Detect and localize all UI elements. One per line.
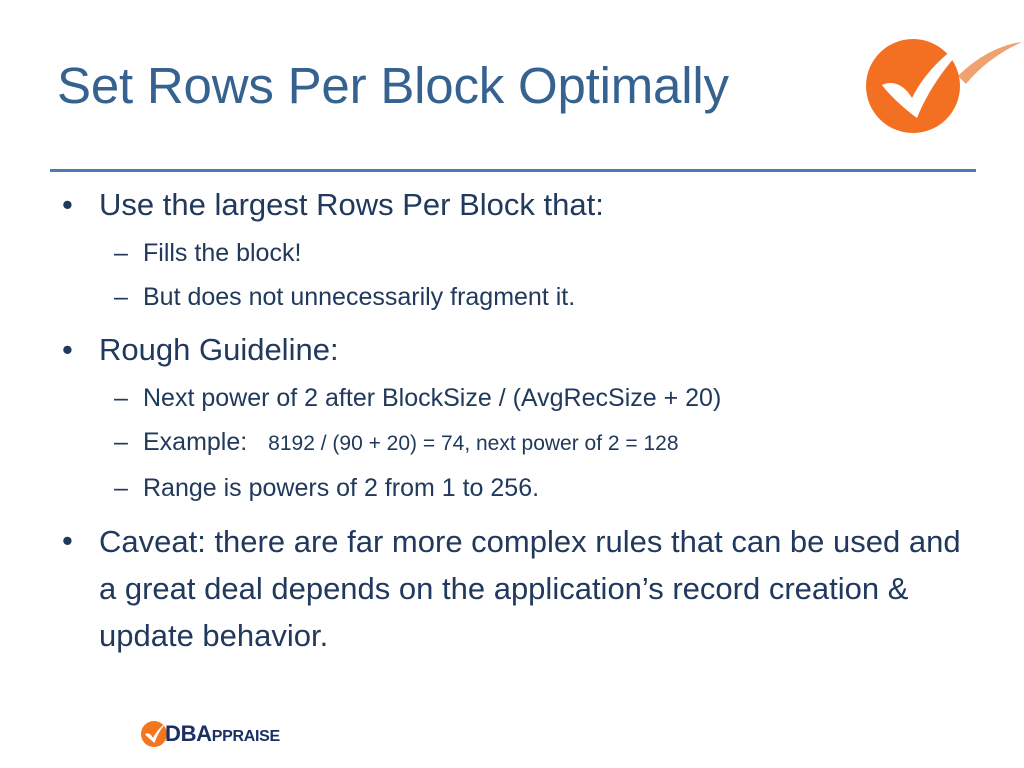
dbappraise-logo: DBAPPRAISE xyxy=(139,717,280,751)
bullet-marker-icon: • xyxy=(62,187,73,222)
dash-marker-icon: – xyxy=(114,283,128,311)
example-formula: 8192 / (90 + 20) = 74, next power of 2 =… xyxy=(268,432,679,455)
logo-text-secondary: PPRAISE xyxy=(211,728,280,745)
bullet-item-1-text: Use the largest Rows Per Block that: xyxy=(99,187,604,222)
orange-check-circle-icon xyxy=(141,721,168,747)
bullet-item-3-text: Caveat: there are far more complex rules… xyxy=(99,524,961,653)
spacer xyxy=(0,319,1024,327)
sub-bullet-2-2-label: Example: xyxy=(143,428,248,456)
dash-marker-icon: – xyxy=(114,474,128,502)
sub-bullet-1-1-text: Fills the block! xyxy=(143,239,302,267)
sub-bullet-1-2-text: But does not unnecessarily fragment it. xyxy=(143,283,576,311)
sub-bullet-2-1: – Next power of 2 after BlockSize / (Avg… xyxy=(0,376,1024,420)
bullet-item-3: • Caveat: there are far more complex rul… xyxy=(0,518,1024,659)
sub-bullet-2-3: – Range is powers of 2 from 1 to 256. xyxy=(0,466,1024,510)
dbappraise-wordmark: DBAPPRAISE xyxy=(165,723,280,745)
logo-text-primary: DBA xyxy=(165,721,212,746)
sub-bullet-2-3-text: Range is powers of 2 from 1 to 256. xyxy=(143,474,540,502)
orange-check-circle-logo xyxy=(862,28,1024,140)
bullet-item-2-text: Rough Guideline: xyxy=(99,332,339,367)
dash-marker-icon: – xyxy=(114,239,128,267)
bullet-marker-icon: • xyxy=(62,523,73,558)
sub-bullet-1-2: – But does not unnecessarily fragment it… xyxy=(0,275,1024,319)
dash-marker-icon: – xyxy=(114,384,128,412)
spacer xyxy=(0,510,1024,518)
sub-bullet-2-2: – Example: 8192 / (90 + 20) = 74, next p… xyxy=(0,420,1024,466)
sub-bullet-1-1: – Fills the block! xyxy=(0,231,1024,275)
title-divider xyxy=(50,169,976,172)
bullet-marker-icon: • xyxy=(62,332,73,367)
bullet-item-1: • Use the largest Rows Per Block that: xyxy=(0,182,1024,228)
slide-body: • Use the largest Rows Per Block that: –… xyxy=(0,182,1024,659)
page-title: Set Rows Per Block Optimally xyxy=(57,57,729,114)
bullet-item-2: • Rough Guideline: xyxy=(0,327,1024,373)
dash-marker-icon: – xyxy=(114,428,128,456)
sub-bullet-2-1-text: Next power of 2 after BlockSize / (AvgRe… xyxy=(143,384,722,412)
